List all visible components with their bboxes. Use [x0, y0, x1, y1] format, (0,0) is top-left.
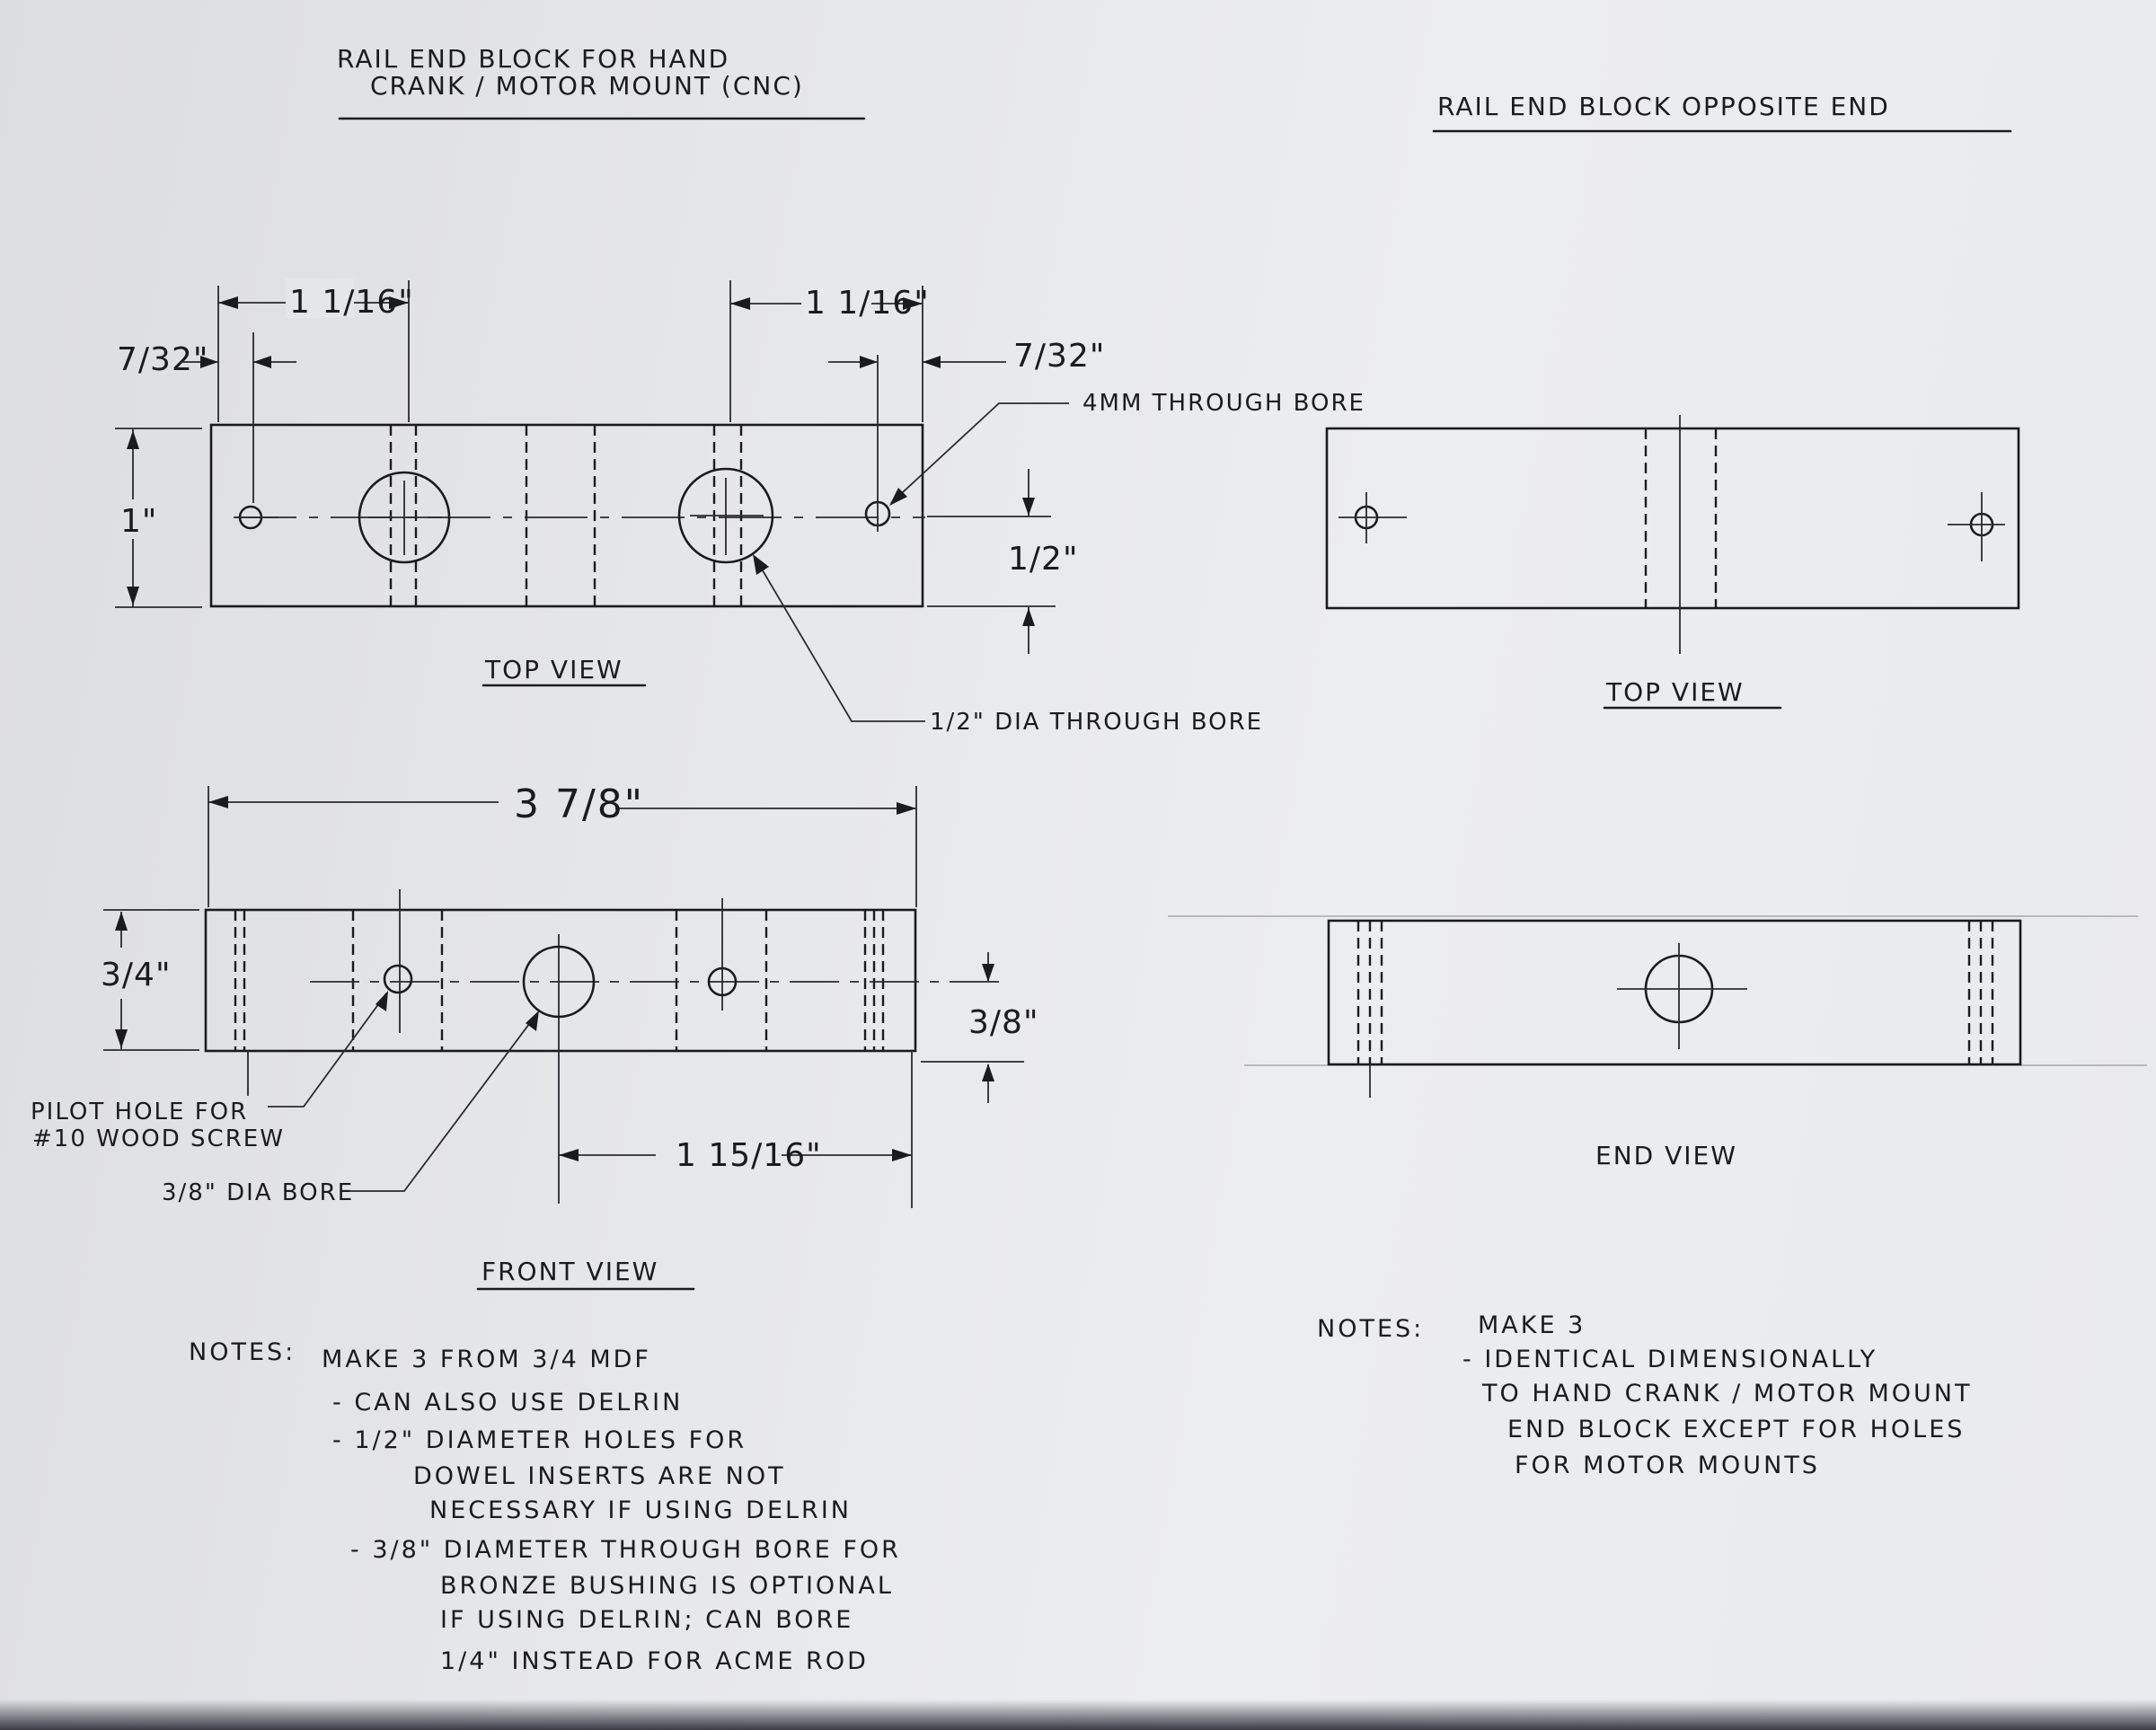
dim-half-height-top: 1/2"	[1008, 541, 1079, 578]
arrowhead	[1022, 498, 1035, 516]
pilot-hole	[383, 964, 413, 994]
dim-height-top: 1"	[120, 503, 157, 540]
note-line: MAKE 3 FROM 3/4 MDF	[322, 1346, 651, 1373]
callout-half-bore: 1/2" DIA THROUGH BORE	[753, 554, 1263, 736]
right-top-view-label: TOP VIEW	[1605, 677, 1745, 707]
note-line: - 1/2" DIAMETER HOLES FOR	[332, 1426, 747, 1454]
dimension-text-gap	[286, 278, 354, 318]
three-eighths-bore	[522, 945, 596, 1019]
top-view-block-outline	[209, 423, 924, 608]
right-end-view-label: END VIEW	[1595, 1141, 1737, 1170]
arrowhead	[253, 356, 271, 368]
arrowhead	[753, 554, 769, 575]
arrowhead	[1022, 608, 1035, 626]
right-top-block-outline	[1325, 427, 2020, 610]
callout-4mm-text: 4MM THROUGH BORE	[1082, 390, 1365, 417]
callout-pilot-line2: #10 WOOD SCREW	[32, 1125, 285, 1152]
dimension-text-gap	[801, 280, 871, 320]
note-line: - CAN ALSO USE DELRIN	[332, 1389, 683, 1417]
arrowhead	[200, 356, 218, 368]
leader-line	[268, 993, 387, 1108]
arrowhead	[860, 356, 878, 368]
left-top-view: 1 1/16" 1 1/16" 7/32" 7/32" 1" 1/2"	[115, 278, 1105, 687]
leader-line	[754, 556, 925, 722]
note-line: FOR MOTOR MOUNTS	[1515, 1452, 1820, 1479]
arrowhead	[897, 802, 916, 815]
arrowhead	[115, 912, 128, 931]
callout-three-eighths-bore: 3/8" DIA BORE	[162, 1011, 539, 1206]
dim-center-to-end: 1 15/16"	[676, 1137, 822, 1174]
right-top-view: TOP VIEW	[1325, 415, 2020, 710]
front-view-block-outline	[204, 908, 917, 1053]
arrowhead	[526, 1011, 539, 1031]
arrowhead	[389, 296, 409, 309]
callout-three-eighths-text: 3/8" DIA BORE	[162, 1179, 354, 1206]
arrowhead	[892, 1149, 912, 1161]
dim-left-edge: 7/32"	[117, 341, 208, 378]
callout-pilot-hole: PILOT HOLE FOR #10 WOOD SCREW	[31, 991, 388, 1152]
note-line: - 3/8" DIAMETER THROUGH BORE FOR	[350, 1536, 901, 1564]
note-line: END BLOCK EXCEPT FOR HOLES	[1507, 1416, 1965, 1443]
left-title: RAIL END BLOCK FOR HAND CRANK / MOTOR MO…	[337, 44, 866, 120]
left-title-line2: CRANK / MOTOR MOUNT (CNC)	[370, 71, 804, 101]
notes-left: NOTES: MAKE 3 FROM 3/4 MDF - CAN ALSO US…	[189, 1338, 901, 1675]
dim-half-height-front: 3/8"	[968, 1004, 1039, 1041]
note-line: MAKE 3	[1478, 1311, 1586, 1339]
arrowhead	[982, 964, 994, 982]
arrowhead	[923, 356, 941, 368]
arrowhead	[903, 297, 923, 310]
pilot-hole	[707, 967, 738, 997]
arrowhead	[127, 430, 139, 449]
note-line: TO HAND CRANK / MOTOR MOUNT	[1481, 1380, 1972, 1408]
callout-half-bore-text: 1/2" DIA THROUGH BORE	[930, 709, 1263, 736]
leader-line	[349, 1012, 538, 1192]
note-line: BRONZE BUSHING IS OPTIONAL	[440, 1572, 894, 1600]
notes-right-header: NOTES:	[1317, 1315, 1424, 1343]
arrowhead	[127, 587, 139, 605]
arrowhead	[889, 488, 907, 506]
note-line: 1/4" INSTEAD FOR ACME ROD	[440, 1647, 869, 1675]
arrowhead	[115, 1029, 128, 1048]
left-title-line1: RAIL END BLOCK FOR HAND	[337, 44, 729, 74]
leader-line	[890, 402, 1069, 504]
callout-4mm: 4MM THROUGH BORE	[889, 390, 1365, 506]
dim-right-edge: 7/32"	[1013, 338, 1105, 375]
end-view-block-outline	[1327, 919, 2022, 1066]
note-line: DOWEL INSERTS ARE NOT	[413, 1462, 786, 1490]
arrowhead	[208, 796, 228, 808]
notes-left-header: NOTES:	[189, 1338, 296, 1366]
left-front-view-label: FRONT VIEW	[482, 1257, 658, 1286]
dim-right-spacing: 1 1/16"	[805, 285, 930, 322]
arrowhead	[559, 1149, 579, 1161]
arrowhead	[218, 296, 238, 309]
right-end-view: END VIEW	[1168, 915, 2147, 1170]
arrowhead	[376, 991, 388, 1011]
notes-right: NOTES: MAKE 3 - IDENTICAL DIMENSIONALLY …	[1317, 1311, 1972, 1479]
note-line: IF USING DELRIN; CAN BORE	[440, 1606, 853, 1634]
table-edge-shadow	[0, 1699, 2156, 1730]
left-front-view: 3 7/8" 3/4" 3/8" 1 15/16" FRONT VIEW	[101, 781, 1039, 1291]
dim-overall-length: 3 7/8"	[514, 781, 644, 827]
half-inch-bore-right	[677, 467, 774, 564]
dim-left-spacing: 1 1/16"	[289, 284, 414, 321]
arrowhead	[982, 1064, 994, 1081]
right-title-text: RAIL END BLOCK OPPOSITE END	[1437, 92, 1890, 121]
left-top-view-label: TOP VIEW	[484, 655, 623, 684]
note-line: NECESSARY IF USING DELRIN	[429, 1496, 852, 1524]
note-line: - IDENTICAL DIMENSIONALLY	[1462, 1346, 1878, 1373]
right-title: RAIL END BLOCK OPPOSITE END	[1432, 92, 2012, 133]
dim-height-front: 3/4"	[101, 957, 172, 993]
arrowhead	[730, 297, 750, 310]
callout-pilot-line1: PILOT HOLE FOR	[31, 1099, 248, 1125]
half-inch-bore-left	[358, 471, 451, 564]
